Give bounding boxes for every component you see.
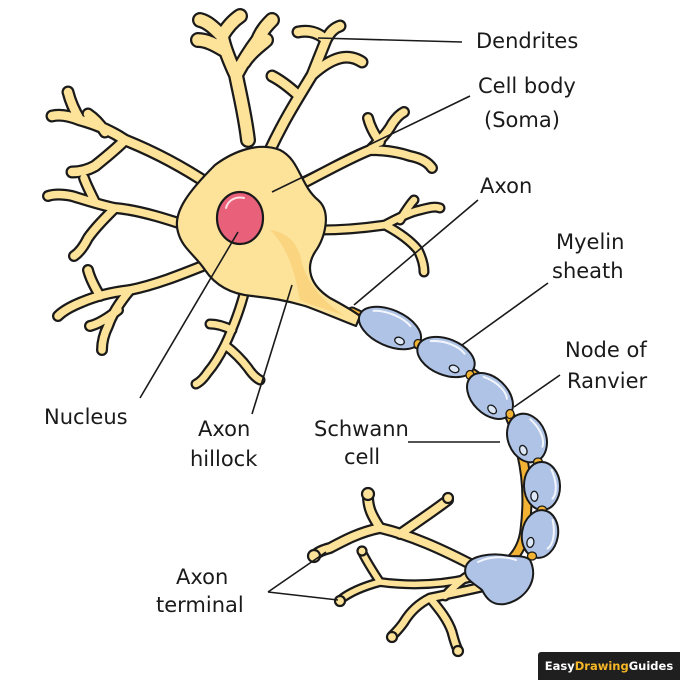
node-of-ranvier — [526, 551, 538, 561]
nucleus-highlight — [225, 196, 245, 209]
terminal-bulb — [356, 545, 368, 557]
labels: Dendrites Cell body (Soma) Axon Myelin s… — [44, 29, 647, 617]
label-ranvier: Ranvier — [567, 369, 647, 393]
label-axon: Axon — [480, 174, 532, 198]
label-axon-hillock-1: Axon — [198, 417, 250, 441]
leader-cell-body — [271, 95, 471, 193]
leader-dendrites — [317, 37, 463, 43]
terminal-bulb — [360, 486, 376, 502]
schwann-cell — [506, 412, 548, 464]
watermark-logo: Easy Drawing Guides — [538, 652, 680, 680]
label-axon-terminal-2: terminal — [156, 593, 244, 617]
label-nucleus: Nucleus — [44, 405, 128, 429]
terminal-schwann-cell — [464, 553, 535, 606]
watermark-easy: Easy — [544, 659, 575, 673]
label-axon-terminal-1: Axon — [176, 565, 228, 589]
leader-axon-hillock — [251, 284, 293, 415]
leader-axon-terminal-a — [267, 551, 327, 593]
label-soma: (Soma) — [484, 108, 560, 132]
leader-axon — [353, 199, 479, 306]
cell-body — [175, 145, 362, 328]
leader-lines — [139, 37, 561, 601]
label-schwann-cell: cell — [344, 445, 380, 469]
leader-node-of-ranvier — [513, 374, 561, 408]
label-axon-hillock-2: hillock — [190, 447, 258, 471]
label-sheath: sheath — [552, 259, 624, 283]
node-of-ranvier — [505, 408, 515, 420]
label-node-of: Node of — [565, 338, 647, 362]
leader-myelin — [461, 282, 549, 346]
watermark-guides: Guides — [628, 659, 674, 673]
schwann-cell — [416, 335, 476, 379]
cell-body-shadow — [270, 230, 345, 316]
terminal-bulb — [333, 594, 347, 608]
leader-nucleus — [139, 231, 239, 399]
terminal-bulb — [451, 644, 465, 658]
terminal-bulb — [441, 491, 455, 505]
label-dendrites: Dendrites — [476, 29, 578, 53]
dendrite-fill — [44, 10, 444, 388]
label-schwann: Schwann — [314, 417, 409, 441]
watermark-drawing: Drawing — [574, 659, 629, 673]
label-cell-body: Cell body — [478, 74, 576, 98]
schwann-cell — [522, 461, 562, 511]
nucleus — [215, 190, 265, 246]
myelin-sheath — [357, 305, 562, 606]
leader-axon-terminal-b — [267, 591, 339, 601]
axon-terminal-fill — [311, 492, 494, 654]
terminal-bulb — [385, 630, 399, 644]
label-myelin: Myelin — [556, 230, 624, 254]
